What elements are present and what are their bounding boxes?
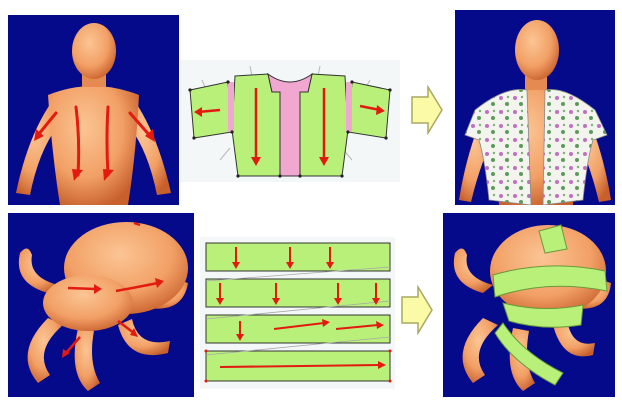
mannequin-input-image (8, 15, 179, 205)
shirt-pattern-diagram (180, 60, 400, 182)
right-arrow-icon (410, 85, 444, 135)
octopus-result-panel (443, 213, 615, 397)
strip-pattern-diagram (200, 237, 395, 389)
mannequin-input-panel (8, 15, 179, 205)
mannequin-result-panel (455, 10, 615, 205)
shirt-pattern-panel (180, 60, 400, 182)
mannequin-shirt-image (455, 10, 615, 205)
octopus-wrapped-image (443, 213, 615, 397)
octopus-input-image (8, 213, 194, 397)
octopus-input-panel (8, 213, 194, 397)
strip-pattern-panel (200, 237, 395, 389)
right-arrow-icon (400, 285, 434, 335)
